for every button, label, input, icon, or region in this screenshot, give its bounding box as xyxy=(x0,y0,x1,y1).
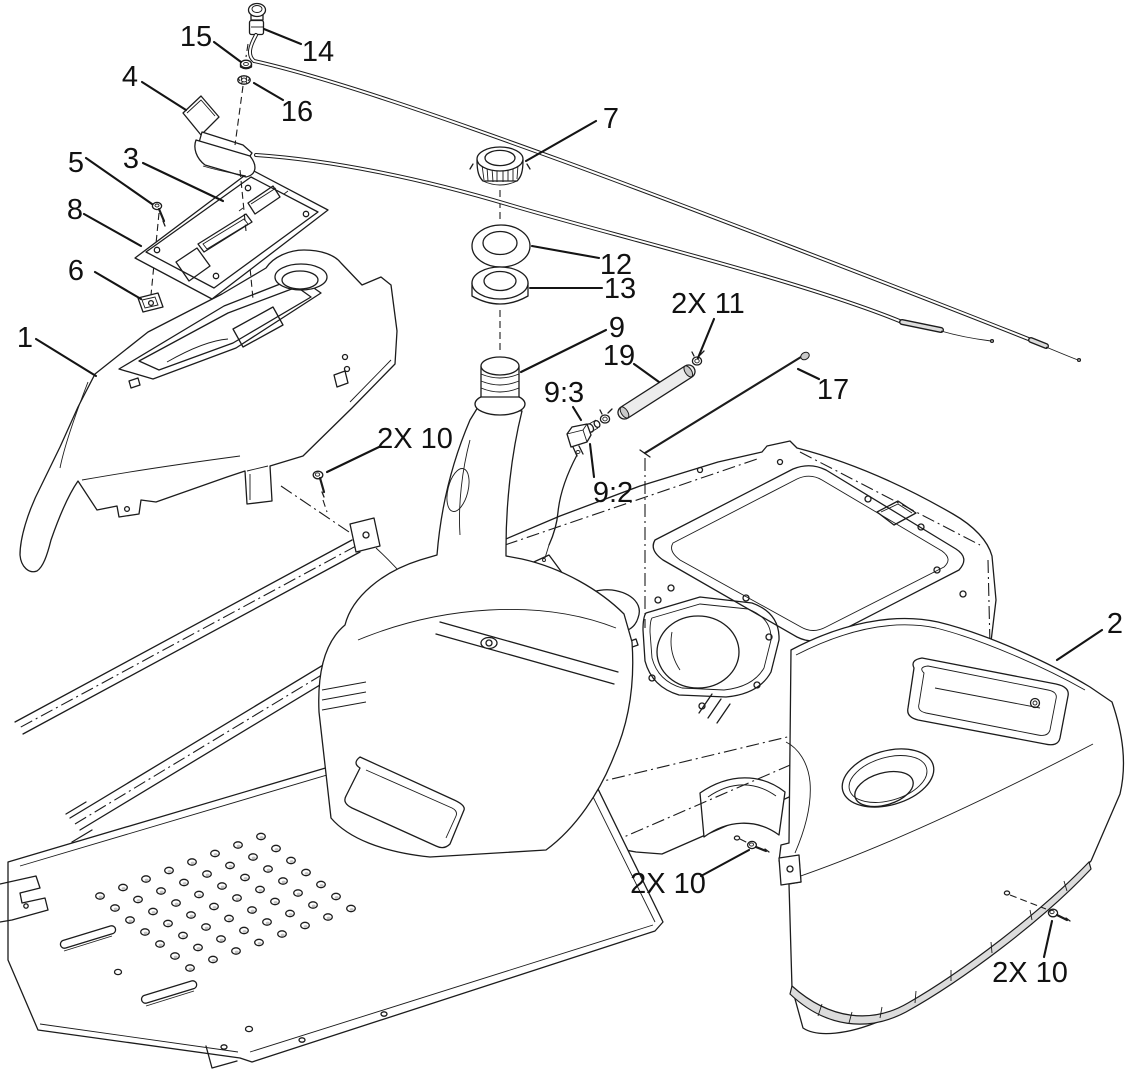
fender-trim-band xyxy=(789,860,1092,1025)
callout-14: 14 xyxy=(302,36,334,68)
console-cowl xyxy=(19,212,398,573)
callout-9: 9 xyxy=(609,312,625,344)
access-hole xyxy=(656,615,740,689)
grommet-ring xyxy=(471,266,529,305)
fender-bracket xyxy=(778,854,802,886)
callout-9-3: 9:3 xyxy=(544,377,584,409)
callout-2x11: 2X 11 xyxy=(671,288,745,320)
mount-slot xyxy=(140,980,198,1004)
callout-17: 17 xyxy=(817,374,849,406)
fitting-9-2 xyxy=(542,423,592,562)
nut-15 xyxy=(239,59,253,70)
control-cables xyxy=(247,33,1082,363)
cap-stack xyxy=(469,146,531,398)
screw-2x10-console xyxy=(280,470,353,535)
screw-2x10-rear xyxy=(1003,890,1071,922)
cable-end-upper xyxy=(1028,337,1082,363)
callout-labels: 15 14 4 16 7 5 3 8 6 1 12 13 9 2X 11 19 … xyxy=(17,21,1123,989)
callout-8: 8 xyxy=(67,194,83,226)
tank-grip-recess xyxy=(344,756,465,849)
screw-2x10-front xyxy=(733,835,770,853)
square-hole xyxy=(876,500,917,526)
callout-3: 3 xyxy=(123,143,139,175)
choke-knob xyxy=(247,2,267,36)
fuel-tank xyxy=(318,392,634,858)
platform-dimples xyxy=(95,832,356,972)
cup-holder xyxy=(841,748,935,808)
fender-console xyxy=(778,617,1125,1035)
panel-plate xyxy=(145,176,319,289)
storage-tray xyxy=(907,657,1069,746)
callout-16: 16 xyxy=(281,96,313,128)
callout-leaders xyxy=(34,27,1104,959)
screw-5 xyxy=(151,201,166,227)
callout-19: 19 xyxy=(603,340,635,372)
callout-6: 6 xyxy=(68,255,84,287)
callout-15: 15 xyxy=(180,21,212,53)
support-rod xyxy=(639,351,810,628)
hose-clamp-upper xyxy=(691,350,705,366)
callout-9-2: 9:2 xyxy=(593,477,633,509)
callout-2x10-console: 2X 10 xyxy=(377,423,453,455)
fuel-hose xyxy=(617,364,696,420)
fuel-cap xyxy=(469,146,531,186)
tank-mount-bracket xyxy=(349,517,381,553)
callout-12: 12 xyxy=(600,249,632,281)
fuel-line-group xyxy=(542,350,705,562)
clip-6 xyxy=(137,292,164,313)
callout-2x10-front: 2X 10 xyxy=(630,868,706,900)
washer xyxy=(471,224,531,268)
callout-1: 1 xyxy=(17,322,33,354)
vent-slots xyxy=(698,693,731,724)
throttle-knob-boot xyxy=(182,95,220,136)
callout-5: 5 xyxy=(68,147,84,179)
control-panel xyxy=(134,169,329,300)
tank-mount-washer xyxy=(480,636,498,650)
seat-pan-rim xyxy=(652,465,965,642)
callout-7: 7 xyxy=(603,103,619,135)
hose-clamp-lower xyxy=(599,408,613,424)
filler-neck-threads xyxy=(480,356,520,398)
throttle-control xyxy=(137,2,267,313)
callout-13: 13 xyxy=(604,273,636,305)
steering-hole xyxy=(274,263,328,291)
callout-2x10-rear: 2X 10 xyxy=(992,957,1068,989)
callout-4: 4 xyxy=(122,61,138,93)
nut-16 xyxy=(237,75,251,85)
screws-2x10 xyxy=(280,470,1071,922)
cable-end-lower xyxy=(899,319,995,344)
mount-slot xyxy=(59,925,117,949)
callout-2: 2 xyxy=(1107,608,1123,640)
